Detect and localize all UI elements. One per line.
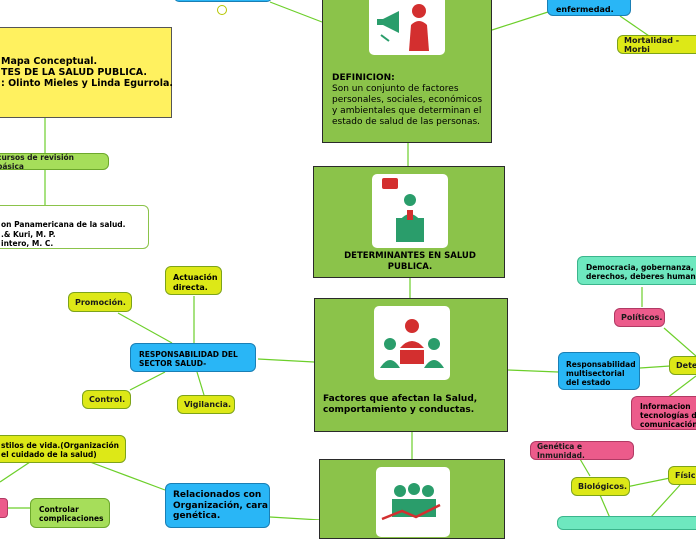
vigilancia-label: Vigilancia. xyxy=(184,400,232,409)
reference-3: intero, M. C. xyxy=(1,239,54,248)
factores-label: Factores que afectan la Salud, comportam… xyxy=(323,394,478,415)
relacionados-label: Relacionados con Organización, cara gené… xyxy=(173,490,268,521)
fisicos-node[interactable]: Físic xyxy=(668,466,696,485)
group-growth-icon xyxy=(376,467,450,537)
resources-node[interactable]: cursos de revisión básica xyxy=(0,152,109,171)
blue-node-offscreen[interactable] xyxy=(174,0,272,2)
mortalidad-node[interactable]: Mortalidad -Morbi xyxy=(617,35,696,54)
references-note: on Panamericana de la salud. .& Kuri, M.… xyxy=(0,205,149,249)
title-note: Mapa Conceptual. TES DE LA SALUD PUBLICA… xyxy=(0,27,173,118)
politicos-label: Políticos. xyxy=(621,313,663,322)
reference-1: on Panamericana de la salud. xyxy=(1,220,126,229)
controlar-node[interactable]: Controlar complicaciones xyxy=(30,498,110,528)
democracia-label: Democracia, gobernanza, derechos, debere… xyxy=(586,263,696,281)
responsabilidad-label: RESPONSABILIDAD DEL SECTOR SALUD- xyxy=(139,350,238,368)
enfermedad-label: enfermedad. xyxy=(556,5,614,14)
responsabilidad-node[interactable]: RESPONSABILIDAD DEL SECTOR SALUD- xyxy=(130,343,256,372)
promocion-node[interactable]: Promoción. xyxy=(68,292,132,312)
biologicos-label: Biológicos. xyxy=(578,482,628,491)
informacion-label: Informacion tecnologías de comunicación. xyxy=(640,402,696,429)
mortalidad-label: Mortalidad -Morbi xyxy=(624,35,680,54)
relacionados-node[interactable]: Relacionados con Organización, cara gené… xyxy=(165,483,270,528)
promocion-label: Promoción. xyxy=(75,297,126,307)
fisicos-label: Físic xyxy=(675,471,696,480)
speaker-megaphone-icon xyxy=(369,0,445,55)
dete-label: Dete xyxy=(676,361,696,370)
control-node[interactable]: Control. xyxy=(82,390,131,409)
smiley-icon xyxy=(217,5,227,15)
controlar-label: Controlar complicaciones xyxy=(39,505,104,523)
politicos-node[interactable]: Políticos. xyxy=(614,308,665,327)
determinantes-node[interactable]: DETERMINANTES EN SALUD PUBLICA. xyxy=(313,166,505,278)
enfermedad-node[interactable]: enfermedad. xyxy=(547,0,631,16)
note-title: Mapa Conceptual. xyxy=(1,56,98,67)
factores-node[interactable]: Factores que afectan la Salud, comportam… xyxy=(314,298,508,432)
note-authors: : Olinto Mieles y Linda Egurrola. xyxy=(1,78,173,89)
note-subject: TES DE LA SALUD PUBLICA. xyxy=(1,67,147,78)
informacion-node[interactable]: Informacion tecnologías de comunicación. xyxy=(631,396,696,430)
estilos-label: stilos de vida.(Organización el cuidado … xyxy=(1,441,120,459)
estado-node[interactable]: Responsabilidad multisectorial del estad… xyxy=(558,352,640,390)
connector-lines xyxy=(0,1,696,520)
mint-node-offscreen[interactable] xyxy=(557,516,696,530)
resources-label: cursos de revisión básica xyxy=(0,152,75,171)
pink-node-offscreen[interactable] xyxy=(0,498,8,518)
definicion-heading: DEFINICION: xyxy=(332,73,395,83)
definicion-node[interactable]: DEFINICION: Son un conjunto de factores … xyxy=(322,0,492,143)
biologicos-node[interactable]: Biológicos. xyxy=(571,477,630,496)
control-label: Control. xyxy=(89,395,126,404)
actuacion-label: Actuación directa. xyxy=(173,273,218,292)
definicion-body: Son un conjunto de factores personales, … xyxy=(332,84,483,127)
genetica-node[interactable]: Genética e Inmunidad. xyxy=(530,441,634,460)
genetica-label: Genética e Inmunidad. xyxy=(537,441,585,460)
reference-2: .& Kuri, M. P. xyxy=(1,229,56,239)
presenter-podium-icon xyxy=(372,174,448,248)
actuacion-node[interactable]: Actuación directa. xyxy=(165,266,222,295)
meeting-people-icon xyxy=(374,306,450,380)
democracia-node[interactable]: Democracia, gobernanza, derechos, debere… xyxy=(577,256,696,285)
estilos-node[interactable]: stilos de vida.(Organización el cuidado … xyxy=(0,435,126,463)
vigilancia-node[interactable]: Vigilancia. xyxy=(177,395,235,414)
bottom-node[interactable] xyxy=(319,459,505,539)
determinantes-label: DETERMINANTES EN SALUD PUBLICA. xyxy=(344,251,476,272)
estado-label: Responsabilidad multisectorial del estad… xyxy=(566,360,636,387)
dete-node[interactable]: Dete xyxy=(669,356,696,375)
